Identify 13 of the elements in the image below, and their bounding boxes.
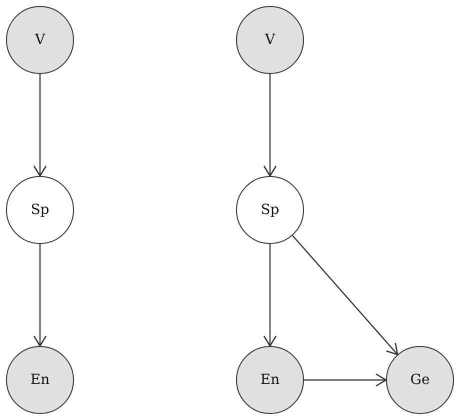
- node-label: Ge: [410, 372, 430, 388]
- arrow: [263, 244, 277, 347]
- arrow: [33, 244, 47, 347]
- node-label: Sp: [260, 202, 280, 218]
- node-label: V: [264, 32, 276, 48]
- node-label: V: [34, 32, 46, 48]
- arrow: [263, 74, 277, 177]
- node-label: Sp: [30, 202, 50, 218]
- arrow: [292, 235, 398, 356]
- arrow: [304, 373, 387, 387]
- node-label: En: [260, 372, 280, 388]
- arrow: [33, 74, 47, 177]
- node-label: En: [30, 372, 50, 388]
